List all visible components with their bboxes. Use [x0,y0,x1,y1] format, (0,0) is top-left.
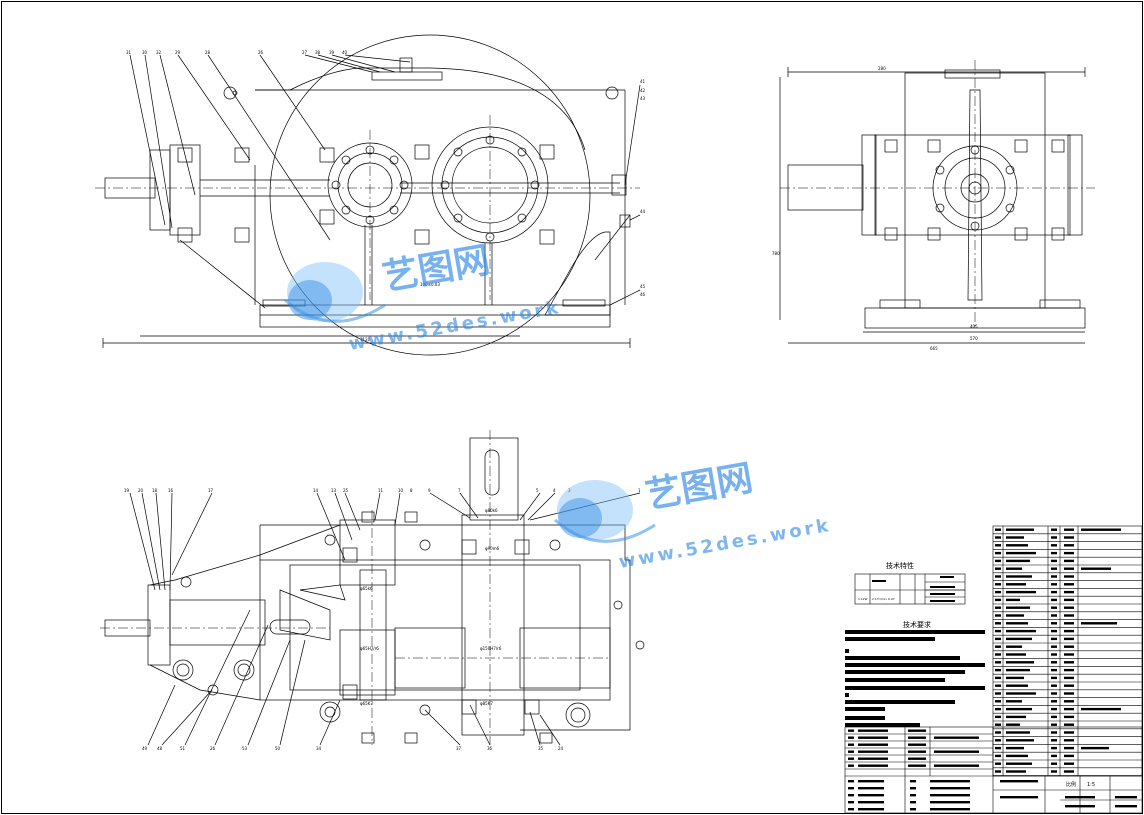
svg-text:16: 16 [168,488,174,493]
watermark-brand: 艺图网 [379,240,492,299]
scale-label: 比例 [1066,781,1076,788]
front-view [95,34,641,356]
svg-text:51: 51 [180,746,186,751]
svg-text:1.1kW: 1.1kW [858,597,868,601]
watermark-1: 艺图网 www.52des.work [284,240,563,355]
watermark-url: www.52des.work [617,515,832,573]
svg-text:43: 43 [640,96,646,101]
side-view-labels: 280 780 405 570 665 [772,66,978,351]
tech-characteristics: 技术特性 1.1kW 2.17r/min 0.97 [854,561,966,605]
svg-text:34: 34 [316,746,322,751]
svg-text:18: 18 [152,488,158,493]
side-view [779,60,1095,344]
svg-text:19: 19 [124,488,130,493]
svg-text:20: 20 [138,488,144,493]
svg-text:31: 31 [126,50,132,55]
svg-text:28: 28 [205,50,211,55]
watermark-globe-icon [554,480,656,543]
parts-list-fill [995,528,1121,773]
watermark-2: 艺图网 www.52des.work [554,458,833,573]
svg-text:φ80k6: φ80k6 [485,508,498,513]
svg-text:0.97: 0.97 [888,597,895,601]
svg-text:780: 780 [772,251,780,256]
tech-characteristics-title: 技术特性 [886,561,914,570]
svg-text:1120: 1120 [360,337,371,342]
svg-text:17: 17 [208,488,214,493]
watermark-brand: 艺图网 [642,458,755,517]
watermark-globe-icon [284,262,386,323]
svg-text:45: 45 [640,284,646,289]
svg-text:46: 46 [640,292,646,297]
svg-text:φ65H7/r6: φ65H7/r6 [360,646,379,651]
svg-text:42: 42 [640,88,646,93]
svg-text:53: 53 [242,746,248,751]
tech-requirements-title: 技术要求 [903,620,931,629]
svg-text:2.17r/min: 2.17r/min [872,597,887,601]
svg-text:41: 41 [640,79,646,84]
section-view-labels: 19 20 18 16 17 14 13 25 11 10 8 9 7 5 4 3 1 49 48… [124,488,641,751]
title-block [844,726,1143,814]
watermark-url: www.52des.work [347,297,562,355]
svg-text:25: 25 [343,488,349,493]
svg-text:35: 35 [538,746,544,751]
svg-text:φ65K7: φ65K7 [360,701,373,706]
svg-text:26: 26 [258,50,264,55]
svg-text:14: 14 [313,488,319,493]
svg-text:13: 13 [331,488,337,493]
svg-text:30: 30 [142,50,148,55]
svg-text:φ85K7: φ85K7 [480,701,493,706]
svg-text:φ90m6: φ90m6 [485,546,500,551]
scale-value: 1:5 [1087,782,1095,788]
svg-text:38: 38 [315,50,321,55]
title-block-fill [848,729,1137,811]
svg-text:37: 37 [456,746,462,751]
svg-text:48: 48 [157,746,163,751]
svg-text:29: 29 [175,50,181,55]
svg-text:49: 49 [142,746,148,751]
svg-text:570: 570 [970,336,978,341]
svg-text:40: 40 [342,50,348,55]
svg-text:100±0.03: 100±0.03 [420,282,440,287]
svg-text:4: 4 [553,488,556,493]
svg-text:1: 1 [638,488,641,493]
svg-text:405: 405 [970,324,978,329]
svg-text:44: 44 [640,209,646,214]
svg-text:39: 39 [329,50,335,55]
tech-requirements: 技术要求 [845,620,985,727]
svg-text:50: 50 [275,746,281,751]
svg-text:27: 27 [302,50,308,55]
svg-text:32: 32 [156,50,162,55]
parts-list [992,525,1143,777]
svg-text:11: 11 [378,488,384,493]
svg-text:665: 665 [930,346,938,351]
svg-text:26: 26 [210,746,216,751]
svg-text:10: 10 [398,488,404,493]
svg-text:24: 24 [558,746,564,751]
svg-text:φ150H7/r6: φ150H7/r6 [480,646,502,651]
svg-text:3: 3 [568,488,571,493]
section-view [100,430,645,746]
svg-text:280: 280 [878,66,886,71]
svg-text:φ65k6: φ65k6 [360,586,373,591]
svg-text:9: 9 [428,488,431,493]
svg-text:8: 8 [410,488,413,493]
svg-text:5: 5 [536,488,539,493]
svg-text:7: 7 [458,488,461,493]
svg-text:36: 36 [487,746,493,751]
